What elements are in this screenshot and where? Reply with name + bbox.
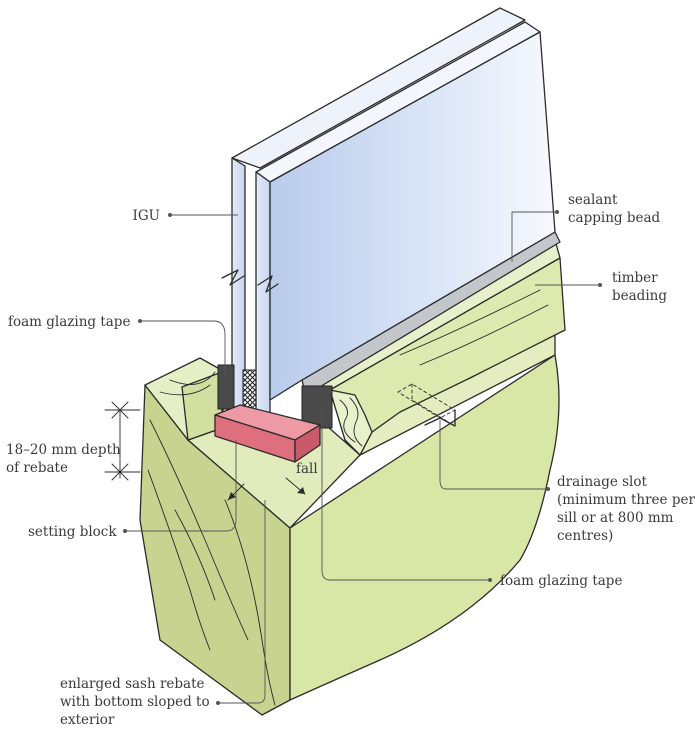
- igu-front-pane-edge: [255, 171, 271, 421]
- label-drainage-line1: drainage slot: [557, 474, 648, 490]
- leader-setting: [125, 440, 237, 532]
- setting-block-side: [294, 424, 321, 463]
- leader-drainage: [439, 420, 548, 490]
- leader-rebate: [218, 500, 266, 704]
- leader-foam-bottom: [321, 410, 490, 581]
- slope-arrow-head: [228, 492, 236, 500]
- grain-side-3: [174, 509, 216, 601]
- label-rebate-line1: enlarged sash rebate: [60, 676, 205, 692]
- label-depth-line2: of rebate: [6, 460, 68, 476]
- label-foam-bottom: foam glazing tape: [500, 573, 622, 589]
- label-timber-line1: timber: [612, 270, 658, 286]
- label-sealant-line1: sealant: [568, 192, 618, 208]
- leaders: [123, 210, 602, 705]
- labels: IGU sealant capping bead timber beading …: [6, 192, 695, 728]
- label-drainage-line4: centres): [557, 528, 613, 544]
- beading-grain-2: [349, 397, 363, 447]
- grain-side-4: [224, 499, 276, 706]
- igu-front-pane-face: [269, 31, 556, 401]
- leader-foam-top: [140, 320, 226, 375]
- foam-tape-front: [301, 385, 333, 429]
- igu-break-mark-2: [257, 275, 279, 293]
- grain-side-2: [147, 469, 211, 651]
- igu-rear-pane-face: [231, 7, 526, 169]
- grain-side-1: [149, 419, 249, 641]
- label-fall: fall: [296, 461, 318, 477]
- foam-tape-rear: [217, 364, 235, 410]
- label-setting-block: setting block: [28, 524, 117, 540]
- beading-grain-3: [399, 289, 541, 356]
- label-rebate-line3: exterior: [60, 712, 115, 728]
- label-foam-top: foam glazing tape: [8, 314, 130, 330]
- igu-panes: [221, 7, 556, 426]
- igu-break-mark-1: [221, 269, 245, 286]
- label-drainage-line3: sill or at 800 mm: [557, 510, 674, 526]
- label-sealant-line2: capping bead: [568, 210, 661, 226]
- grain-top-2: [169, 371, 216, 385]
- label-drainage-line2: (minimum three per: [557, 492, 695, 508]
- leader-sealant: [511, 211, 557, 262]
- label-timber-line2: beading: [612, 288, 667, 304]
- wood-grain: [147, 371, 276, 706]
- drainage-slot-notch: [424, 409, 456, 427]
- label-rebate-line2: with bottom sloped to: [60, 694, 210, 710]
- drainage-slot: [397, 383, 456, 427]
- setting-block: [214, 404, 321, 463]
- label-depth-line1: 18–20 mm depth: [6, 442, 121, 458]
- beading-end: [329, 389, 373, 456]
- label-igu: IGU: [133, 208, 161, 224]
- grain-top-1: [159, 384, 211, 396]
- sash-front-face: [289, 354, 560, 701]
- beading-grain-1: [339, 399, 356, 443]
- rebate-depth-dimension: [104, 401, 141, 481]
- beading-grain-4: [419, 304, 549, 366]
- fall-arrow-head: [297, 487, 305, 494]
